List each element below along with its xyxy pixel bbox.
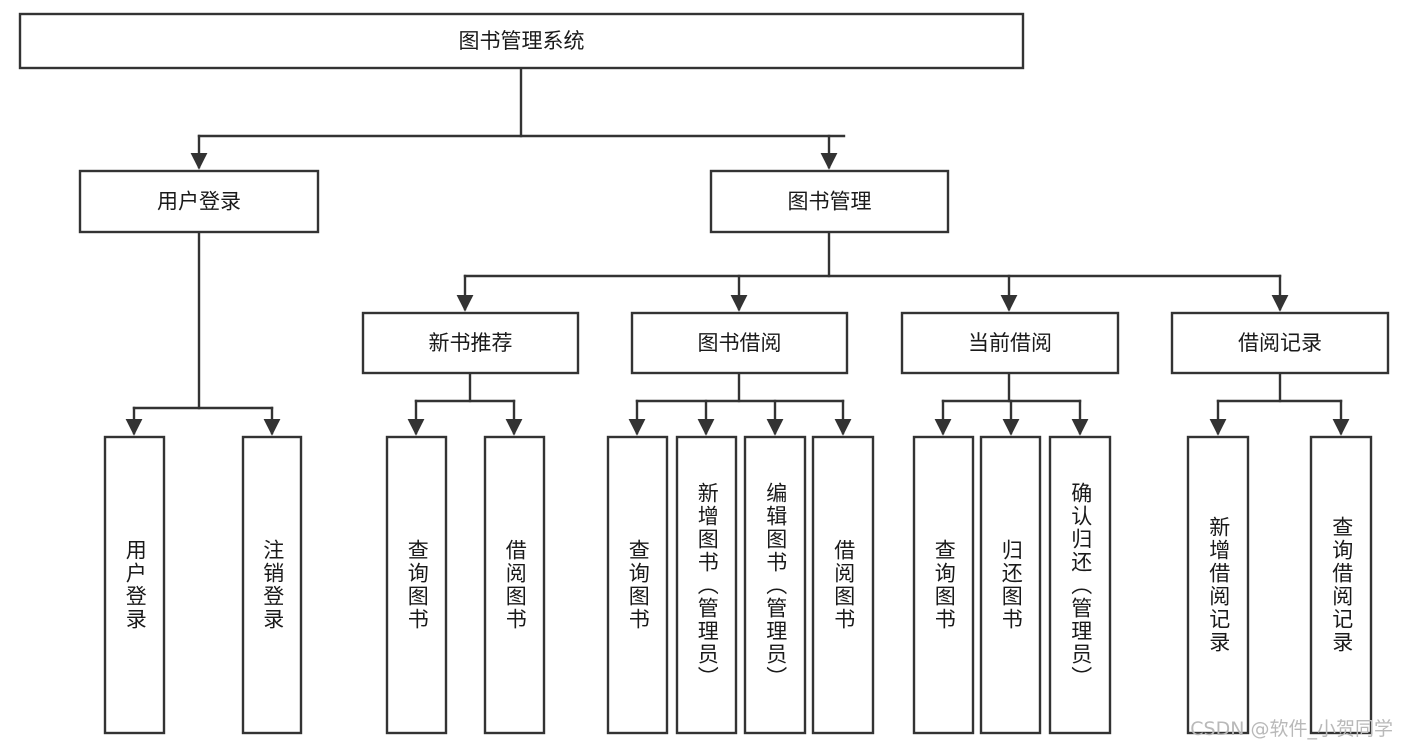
level2-node-1[interactable]: 图书管理: [709, 169, 950, 234]
leaf-box-2[interactable]: [385, 435, 448, 735]
level3-box-2[interactable]: [900, 311, 1120, 375]
level3-label-3: 借阅记录: [1238, 331, 1322, 355]
root-label-0: 图书管理系统: [459, 29, 585, 53]
leaf-node-7[interactable]: [811, 435, 875, 735]
level3-node-2[interactable]: 当前借阅: [900, 311, 1120, 375]
leaf-box-8[interactable]: [912, 435, 975, 735]
leaf-node-8[interactable]: [912, 435, 975, 735]
level3-box-3[interactable]: [1170, 311, 1390, 375]
leaf-node-1[interactable]: [241, 435, 303, 735]
leaf-node-9[interactable]: [979, 435, 1042, 735]
level2-box-0[interactable]: [78, 169, 320, 234]
leaf-node-5[interactable]: [675, 435, 738, 735]
root-box-0[interactable]: [18, 12, 1025, 70]
level3-node-0[interactable]: 新书推荐: [361, 311, 580, 375]
leaf-node-6[interactable]: [743, 435, 807, 735]
root-node-0[interactable]: 图书管理系统: [18, 12, 1025, 70]
leaf-box-0[interactable]: [103, 435, 166, 735]
level3-node-3[interactable]: 借阅记录: [1170, 311, 1390, 375]
level3-label-0: 新书推荐: [429, 331, 513, 355]
leaf-node-3[interactable]: [483, 435, 546, 735]
level3-label-2: 当前借阅: [968, 331, 1052, 355]
level3-box-0[interactable]: [361, 311, 580, 375]
leaf-box-6[interactable]: [743, 435, 807, 735]
level2-node-0[interactable]: 用户登录: [78, 169, 320, 234]
leaf-box-7[interactable]: [811, 435, 875, 735]
level2-label-0: 用户登录: [157, 190, 241, 214]
connector-layer: [125, 66, 1350, 436]
level3-node-1[interactable]: 图书借阅: [630, 311, 849, 375]
level2-box-1[interactable]: [709, 169, 950, 234]
level3-label-1: 图书借阅: [698, 331, 782, 355]
leaf-box-9[interactable]: [979, 435, 1042, 735]
leaf-box-4[interactable]: [606, 435, 669, 735]
level2-label-1: 图书管理: [788, 190, 872, 214]
leaf-node-2[interactable]: [385, 435, 448, 735]
leaf-node-0[interactable]: [103, 435, 166, 735]
leaf-box-5[interactable]: [675, 435, 738, 735]
watermark: CSDN @软件_小贺同学: [1190, 718, 1393, 740]
leaf-node-10[interactable]: [1048, 435, 1112, 735]
leaf-box-1[interactable]: [241, 435, 303, 735]
leaf-node-12[interactable]: [1309, 435, 1373, 735]
leaf-node-4[interactable]: [606, 435, 669, 735]
leaf-box-3[interactable]: [483, 435, 546, 735]
leaf-node-11[interactable]: [1186, 435, 1250, 735]
level3-box-1[interactable]: [630, 311, 849, 375]
leaf-box-10[interactable]: [1048, 435, 1112, 735]
leaf-box-12[interactable]: [1309, 435, 1373, 735]
leaf-box-11[interactable]: [1186, 435, 1250, 735]
